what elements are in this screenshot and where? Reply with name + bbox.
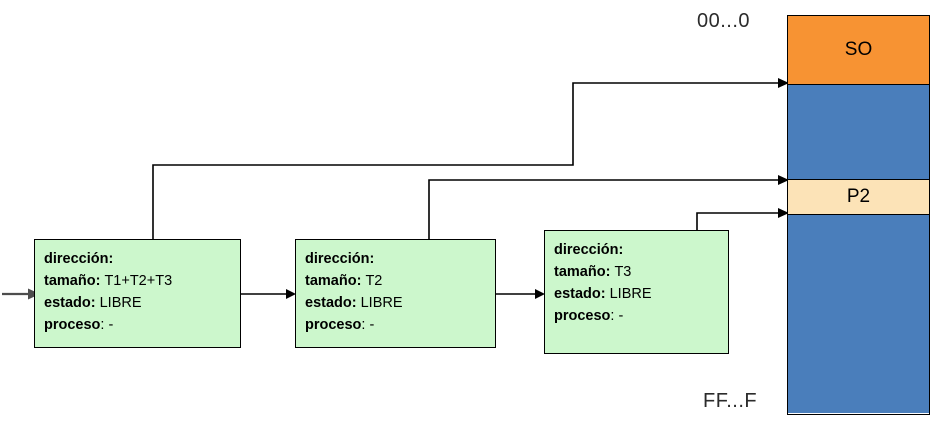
field-value-estado: LIBRE [609,286,652,302]
field-key-direccion: dirección: [554,242,624,258]
descriptor-line-direccion: dirección: [554,239,728,261]
field-key-estado: estado: [44,295,96,311]
memory-map: SO P2 [787,15,930,415]
field-value-proceso: : - [100,317,114,333]
memory-segment-p2[interactable]: P2 [788,179,929,214]
address-label-bottom: FF...F [703,390,758,412]
field-value-estado: LIBRE [99,295,142,311]
memory-segment-free-upper[interactable] [788,84,929,179]
field-key-direccion: dirección: [305,251,375,267]
field-key-tamano: tamaño: [44,273,101,289]
memory-divider-free-p2 [788,179,929,180]
field-key-tamano: tamaño: [305,273,362,289]
field-value-tamano: T2 [365,273,383,289]
field-value-estado: LIBRE [360,295,403,311]
descriptor-line-estado: estado: LIBRE [305,292,495,314]
field-value-proceso: : - [361,317,375,333]
descriptor-box-hueco-1[interactable]: dirección: tamaño: T1+T2+T3 estado: LIBR… [34,239,241,348]
field-key-direccion: dirección: [44,251,114,267]
descriptor-line-proceso: proceso: - [554,305,728,327]
descriptor-box-hueco-3[interactable]: dirección: tamaño: T3 estado: LIBRE proc… [544,230,729,354]
field-key-proceso: proceso [44,317,101,333]
link-arrow-box2-box3 [496,289,545,299]
descriptor-line-proceso: proceso: - [44,314,240,336]
field-value-tamano: T1+T2+T3 [104,273,173,289]
field-value-proceso: : - [610,308,624,324]
memory-segment-free-lower[interactable] [788,214,929,413]
memory-segment-so[interactable]: SO [788,16,929,84]
descriptor-line-tamano: tamaño: T2 [305,270,495,292]
link-arrow-box1-box2 [241,289,296,299]
descriptor-box-hueco-2[interactable]: dirección: tamaño: T2 estado: LIBRE proc… [295,239,496,348]
field-key-estado: estado: [554,286,606,302]
descriptor-line-direccion: dirección: [305,248,495,270]
field-value-tamano: T3 [614,264,632,280]
descriptor-line-tamano: tamaño: T3 [554,261,728,283]
field-key-proceso: proceso [554,308,611,324]
descriptor-line-direccion: dirección: [44,248,240,270]
memory-divider-so-free [788,84,929,85]
field-key-proceso: proceso [305,317,362,333]
memory-divider-p2-free [788,214,929,215]
field-key-estado: estado: [305,295,357,311]
field-key-tamano: tamaño: [554,264,611,280]
address-label-top: 00...0 [697,10,751,32]
descriptor-line-estado: estado: LIBRE [554,283,728,305]
descriptor-line-tamano: tamaño: T1+T2+T3 [44,270,240,292]
descriptor-line-estado: estado: LIBRE [44,292,240,314]
descriptor-line-proceso: proceso: - [305,314,495,336]
